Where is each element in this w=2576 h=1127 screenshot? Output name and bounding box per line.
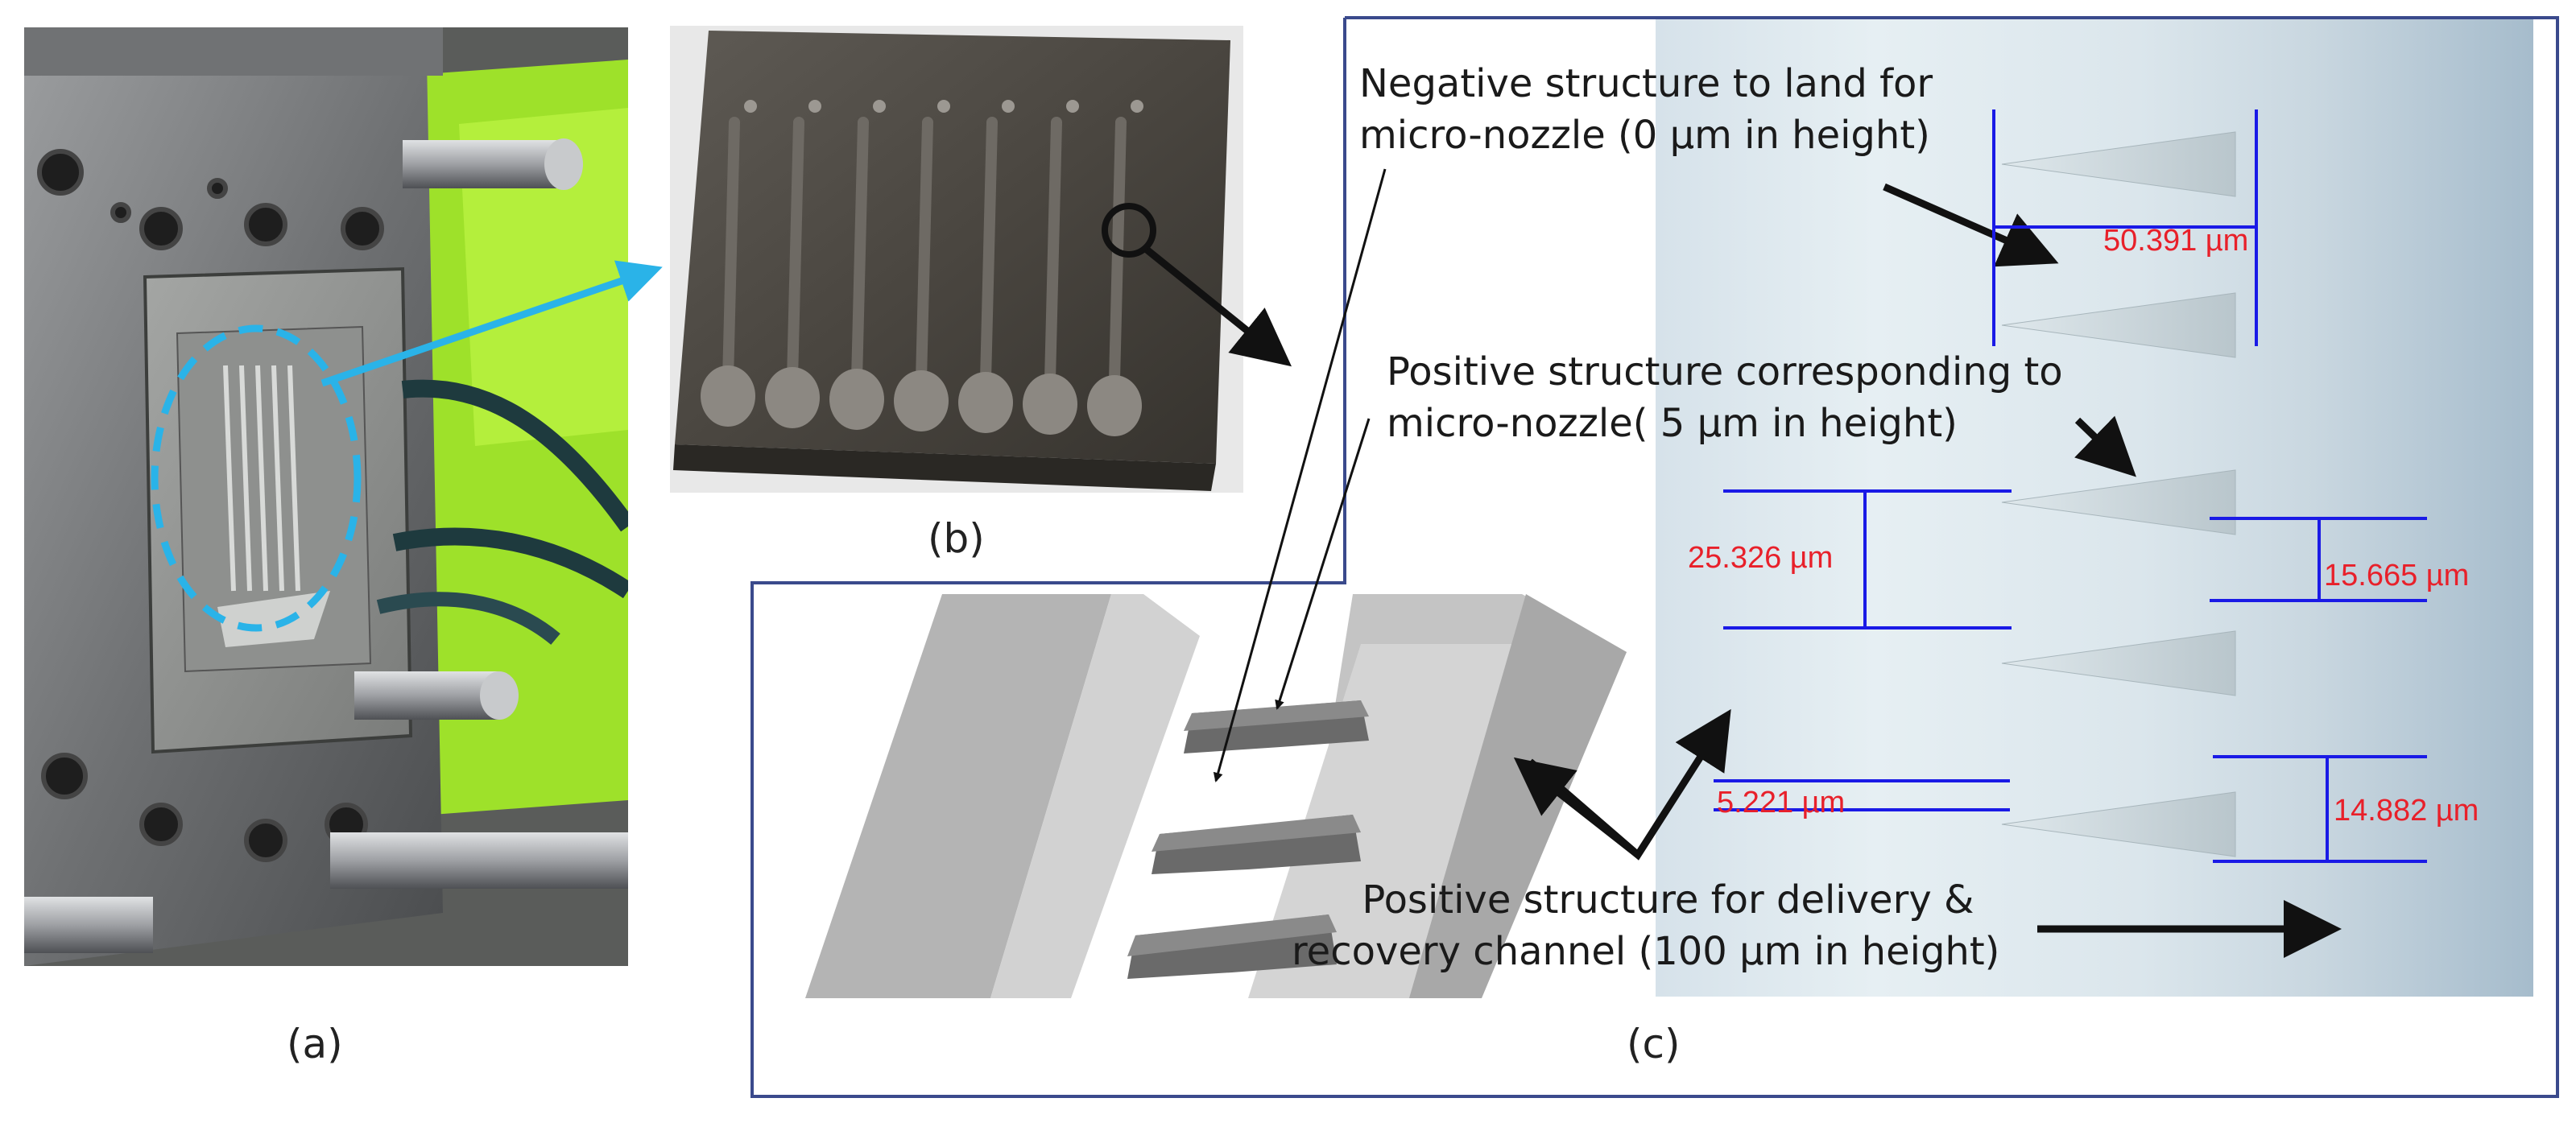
panel-label-c: (c) [1627, 1021, 1681, 1067]
panel-label-a: (a) [287, 1021, 343, 1067]
photo-mold-machine [24, 27, 628, 966]
measure-15-665: 15.665 µm [2324, 559, 2470, 592]
callout-positive-channel-line1: Positive structure for delivery & [1362, 877, 1974, 923]
callout-positive-channel: Positive structure for delivery & recove… [1292, 874, 1999, 977]
callout-positive-channel-line2: recovery channel (100 µm in height) [1292, 929, 2000, 974]
callout-negative-line2: micro-nozzle (0 µm in height) [1359, 113, 1930, 158]
callout-negative-line1: Negative structure to land for [1359, 61, 1933, 106]
panel-label-b: (b) [928, 515, 985, 562]
microscope-image [1656, 19, 2533, 997]
measure-5-221: 5.221 µm [1717, 786, 1846, 819]
photo-mold-insert [670, 26, 1243, 493]
callout-positive-nozzle: Positive structure corresponding to micr… [1387, 346, 2063, 449]
callout-negative-structure: Negative structure to land for micro-noz… [1359, 58, 1933, 161]
callout-positive-nozzle-line1: Positive structure corresponding to [1387, 349, 2063, 394]
callout-positive-nozzle-line2: micro-nozzle( 5 µm in height) [1387, 401, 1958, 446]
measure-50-391: 50.391 µm [2103, 224, 2249, 258]
measure-25-326: 25.326 µm [1688, 541, 1834, 575]
measure-14-882: 14.882 µm [2334, 794, 2479, 828]
